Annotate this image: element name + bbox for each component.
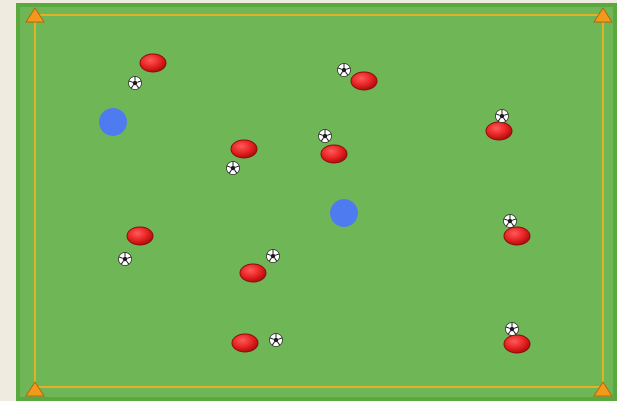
ball-7 bbox=[267, 250, 280, 263]
red-player-6 bbox=[127, 227, 153, 245]
blue-player-1 bbox=[99, 108, 127, 136]
soccer-ball-icon bbox=[270, 334, 283, 347]
ball-3 bbox=[496, 110, 509, 123]
player-disc-icon bbox=[127, 227, 153, 245]
ball-10 bbox=[506, 323, 519, 336]
ball-5 bbox=[227, 162, 240, 175]
player-disc-icon bbox=[504, 227, 530, 245]
soccer-ball-icon bbox=[227, 162, 240, 175]
red-player-5 bbox=[321, 145, 347, 163]
player-disc-icon bbox=[231, 140, 257, 158]
ball-9 bbox=[270, 334, 283, 347]
soccer-ball-icon bbox=[338, 64, 351, 77]
player-disc-icon bbox=[504, 335, 530, 353]
red-player-3 bbox=[486, 122, 512, 140]
soccer-ball-icon bbox=[506, 323, 519, 336]
red-player-10 bbox=[504, 335, 530, 353]
soccer-ball-icon bbox=[504, 215, 517, 228]
player-disc-icon bbox=[351, 72, 377, 90]
red-player-4 bbox=[231, 140, 257, 158]
red-player-1 bbox=[140, 54, 166, 72]
red-player-8 bbox=[240, 264, 266, 282]
red-player-2 bbox=[351, 72, 377, 90]
ball-4 bbox=[319, 130, 332, 143]
ball-1 bbox=[129, 77, 142, 90]
soccer-ball-icon bbox=[129, 77, 142, 90]
soccer-ball-icon bbox=[496, 110, 509, 123]
ball-2 bbox=[338, 64, 351, 77]
player-disc-icon bbox=[99, 108, 127, 136]
player-disc-icon bbox=[330, 199, 358, 227]
soccer-ball-icon bbox=[119, 253, 132, 266]
player-disc-icon bbox=[486, 122, 512, 140]
player-disc-icon bbox=[321, 145, 347, 163]
blue-player-2 bbox=[330, 199, 358, 227]
ball-8 bbox=[119, 253, 132, 266]
player-disc-icon bbox=[232, 334, 258, 352]
ball-6 bbox=[504, 215, 517, 228]
player-disc-icon bbox=[140, 54, 166, 72]
soccer-ball-icon bbox=[319, 130, 332, 143]
red-player-9 bbox=[232, 334, 258, 352]
red-player-7 bbox=[504, 227, 530, 245]
player-disc-icon bbox=[240, 264, 266, 282]
soccer-ball-icon bbox=[267, 250, 280, 263]
